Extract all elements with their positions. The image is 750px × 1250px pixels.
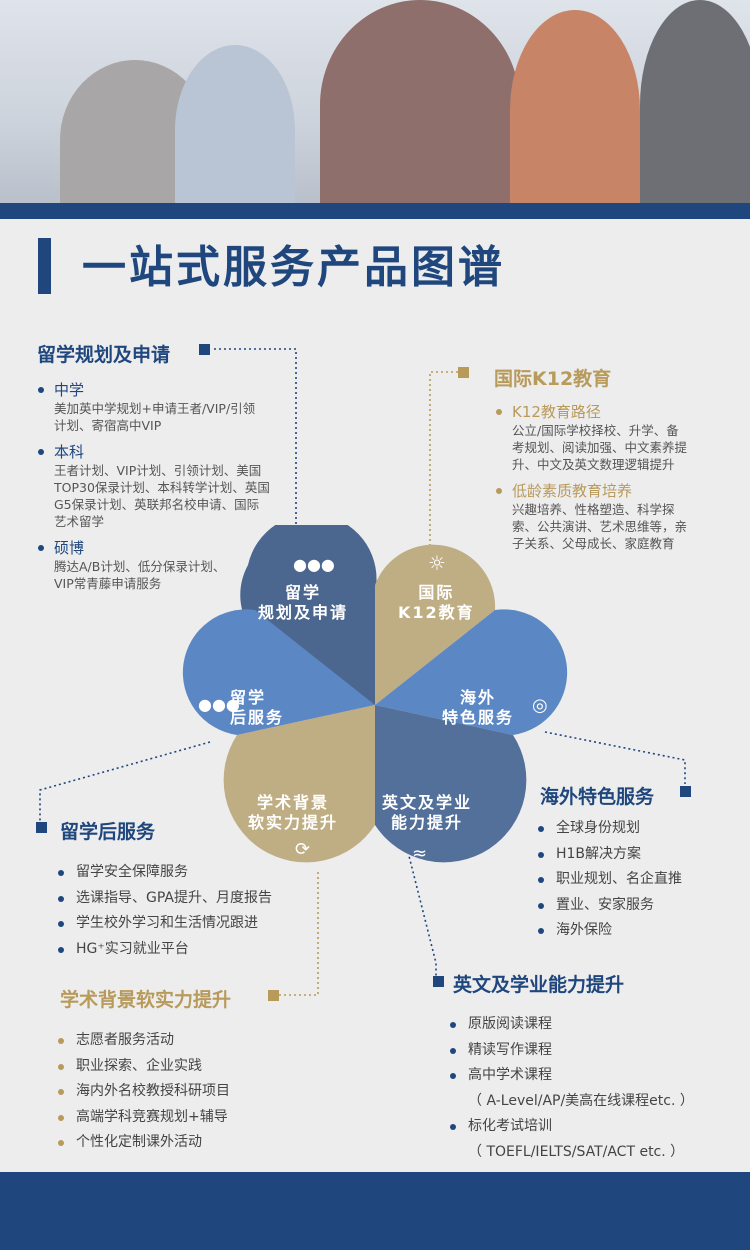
- list-item: 高端学科竞赛规划+辅导: [56, 1105, 230, 1131]
- list-item: 职业规划、名企直推: [536, 867, 682, 893]
- list-item: 高中学术课程: [448, 1063, 694, 1089]
- list-item: 职业探索、企业实践: [56, 1054, 230, 1080]
- person-silhouette: [175, 45, 295, 203]
- list-item: 本科 王者计划、VIP计划、引领计划、美国 TOP30保录计划、本科转学计划、英…: [36, 442, 306, 530]
- item-desc: 升、中文及英文数理逻辑提升: [512, 457, 675, 472]
- k12-heading: 国际K12教育: [494, 368, 612, 390]
- people-icon: ●●●: [293, 555, 335, 574]
- item-desc: 计划、寄宿高中VIP: [54, 418, 162, 433]
- item-desc: VIP常青藤申请服务: [54, 576, 162, 591]
- petal-label-academic: 学术背景软实力提升: [248, 793, 339, 832]
- person-silhouette: [510, 10, 640, 203]
- bottom-band: [0, 1172, 750, 1250]
- item-title: K12教育路径: [512, 402, 724, 422]
- sun-icon: ☼: [428, 551, 446, 575]
- list-item: 学生校外学习和生活情况跟进: [56, 911, 272, 937]
- petal-k12: [375, 544, 496, 705]
- item-title: 低龄素质教育培养: [512, 481, 724, 501]
- item-title: 本科: [54, 442, 306, 462]
- academic-heading: 学术背景软实力提升: [60, 989, 232, 1011]
- item-desc: TOP30保录计划、本科转学计划、英国: [54, 480, 270, 495]
- petal-label-after-study: 留学后服务: [230, 688, 285, 727]
- list-item-note: （ TOEFL/IELTS/SAT/ACT etc. ）: [468, 1143, 685, 1160]
- list-item: 置业、安家服务: [536, 893, 682, 919]
- title-marker: [38, 238, 51, 294]
- item-desc: 索、公共演讲、艺术思维等，亲: [512, 519, 688, 534]
- study-planning-list: 中学 美加英中学规划+申请王者/VIP/引领 计划、寄宿高中VIP 本科 王者计…: [36, 380, 306, 600]
- wave-icon: ≈: [412, 843, 428, 864]
- academic-list: 志愿者服务活动 职业探索、企业实践 海内外名校教授科研项目 高端学科竞赛规划+辅…: [56, 1028, 230, 1156]
- petal-label-overseas: 海外特色服务: [442, 688, 515, 727]
- petal-label-study-planning: 留学规划及申请: [258, 583, 349, 622]
- overseas-heading: 海外特色服务: [540, 786, 655, 808]
- list-item: HG⁺实习就业平台: [56, 937, 272, 963]
- hero-photo: [0, 0, 750, 203]
- item-desc: 艺术留学: [54, 514, 105, 529]
- petal-after-study: [182, 609, 375, 735]
- item-title: 硕博: [54, 538, 306, 558]
- list-item: 海外保险: [536, 918, 682, 944]
- petal-study-planning: [254, 544, 375, 705]
- section-marker: [36, 822, 47, 833]
- list-item: 精读写作课程: [448, 1038, 694, 1064]
- item-title: 中学: [54, 380, 306, 400]
- section-marker: [680, 786, 691, 797]
- list-item: 低龄素质教育培养 兴趣培养、性格塑造、科学探 索、公共演讲、艺术思维等，亲 子关…: [494, 481, 724, 552]
- study-planning-heading: 留学规划及申请: [37, 344, 171, 366]
- item-desc: 腾达A/B计划、低分保录计划、: [54, 559, 226, 574]
- list-item: 海内外名校教授科研项目: [56, 1079, 230, 1105]
- section-marker: [433, 976, 444, 987]
- item-desc: 美加英中学规划+申请王者/VIP/引领: [54, 401, 256, 416]
- list-item: 全球身份规划: [536, 816, 682, 842]
- person-silhouette: [320, 0, 520, 203]
- person-silhouette: [640, 0, 750, 203]
- english-heading: 英文及学业能力提升: [453, 974, 625, 996]
- refresh-icon: ⟳: [295, 839, 311, 860]
- top-band: [0, 203, 750, 219]
- petal-academic: [223, 705, 375, 863]
- item-desc: 兴趣培养、性格塑造、科学探: [512, 502, 675, 517]
- section-marker: [268, 990, 279, 1001]
- list-item: 个性化定制课外活动: [56, 1130, 230, 1156]
- list-item: 志愿者服务活动: [56, 1028, 230, 1054]
- item-desc: 考规划、阅读加强、中文素养提: [512, 440, 688, 455]
- list-item: 中学 美加英中学规划+申请王者/VIP/引领 计划、寄宿高中VIP: [36, 380, 306, 434]
- section-marker: [458, 367, 469, 378]
- list-item: 留学安全保障服务: [56, 860, 272, 886]
- section-marker: [199, 344, 210, 355]
- english-list: 原版阅读课程 精读写作课程 高中学术课程 （ A-Level/AP/美高在线课程…: [448, 1012, 694, 1165]
- item-desc: 公立/国际学校择校、升学、备: [512, 423, 679, 438]
- list-item: 原版阅读课程: [448, 1012, 694, 1038]
- list-item: 硕博 腾达A/B计划、低分保录计划、 VIP常青藤申请服务: [36, 538, 306, 592]
- list-item: H1B解决方案: [536, 842, 682, 868]
- k12-list: K12教育路径 公立/国际学校择校、升学、备 考规划、阅读加强、中文素养提 升、…: [494, 402, 724, 560]
- after-study-heading: 留学后服务: [60, 821, 156, 843]
- item-desc: 子关系、父母成长、家庭教育: [512, 536, 675, 551]
- item-desc: 王者计划、VIP计划、引领计划、美国: [54, 463, 262, 478]
- group-icon: ●●●: [198, 695, 240, 714]
- globe-icon: ◎: [532, 695, 548, 716]
- list-item: 选课指导、GPA提升、月度报告: [56, 886, 272, 912]
- petal-english: [375, 705, 527, 863]
- overseas-list: 全球身份规划 H1B解决方案 职业规划、名企直推 置业、安家服务 海外保险: [536, 816, 682, 944]
- list-item-note: （ A-Level/AP/美高在线课程etc. ）: [468, 1092, 694, 1109]
- list-item: K12教育路径 公立/国际学校择校、升学、备 考规划、阅读加强、中文素养提 升、…: [494, 402, 724, 473]
- list-item: 标化考试培训: [448, 1114, 694, 1140]
- item-desc: G5保录计划、英联邦名校申请、国际: [54, 497, 260, 512]
- page-title: 一站式服务产品图谱: [82, 242, 505, 293]
- petal-label-english: 英文及学业能力提升: [382, 793, 473, 832]
- petal-overseas: [375, 609, 568, 735]
- after-study-list: 留学安全保障服务 选课指导、GPA提升、月度报告 学生校外学习和生活情况跟进 H…: [56, 860, 272, 962]
